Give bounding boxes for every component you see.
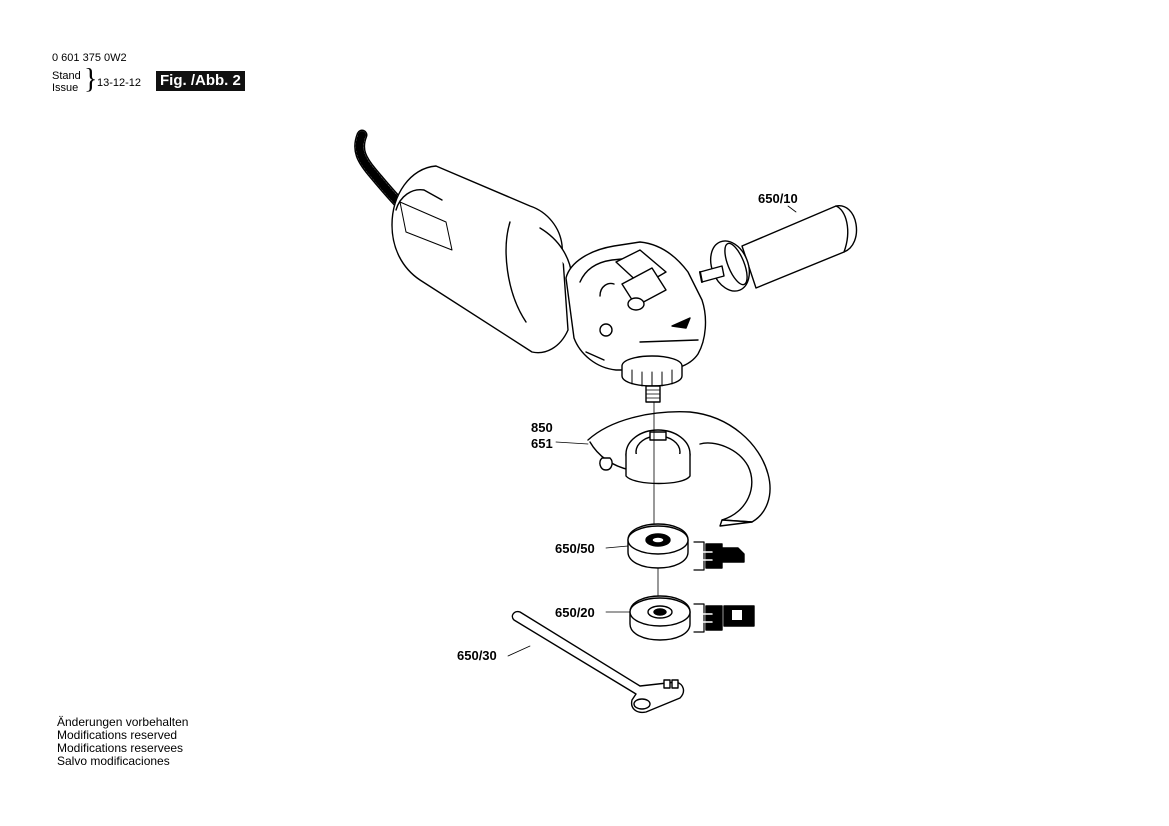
brace: } bbox=[84, 64, 98, 95]
wheel-guard bbox=[587, 411, 771, 527]
auxiliary-handle bbox=[699, 205, 858, 292]
spindle bbox=[621, 355, 683, 403]
leader-650-30 bbox=[507, 645, 531, 657]
figure-badge: Fig. /Abb. 2 bbox=[156, 71, 245, 91]
label-650-50: 650/50 bbox=[555, 541, 595, 556]
label-650-20: 650/20 bbox=[555, 605, 595, 620]
label-850: 850 bbox=[531, 420, 553, 435]
assembly-axis bbox=[653, 401, 659, 597]
stand-issue-label: Stand Issue bbox=[52, 70, 81, 94]
modifications-note: Änderungen vorbehalten Modifications res… bbox=[57, 716, 188, 768]
grinder-body bbox=[391, 165, 573, 354]
leader-650-10 bbox=[787, 205, 797, 213]
note-de: Änderungen vorbehalten bbox=[57, 715, 189, 729]
stand-label: Stand bbox=[52, 70, 81, 82]
gear-head bbox=[565, 241, 707, 372]
two-pin-spanner bbox=[511, 610, 685, 714]
issue-date: 13-12-12 bbox=[97, 77, 142, 89]
leader-650-50 bbox=[605, 545, 629, 549]
issue-label: Issue bbox=[52, 82, 79, 94]
note-es: Salvo modificaciones bbox=[57, 754, 170, 768]
label-651: 651 bbox=[531, 436, 553, 451]
note-fr: Modifications reservees bbox=[57, 741, 184, 755]
part-number: 0 601 375 0W2 bbox=[52, 52, 127, 64]
clamping-flange bbox=[627, 523, 689, 569]
leader-651 bbox=[555, 441, 589, 445]
label-650-30: 650/30 bbox=[457, 648, 497, 663]
note-en: Modifications reserved bbox=[57, 728, 178, 742]
label-650-10: 650/10 bbox=[758, 191, 798, 206]
flange-orientation-icon bbox=[693, 541, 745, 571]
clamping-nut bbox=[629, 595, 691, 641]
power-cord bbox=[354, 129, 408, 212]
nut-orientation-icon bbox=[693, 603, 755, 633]
